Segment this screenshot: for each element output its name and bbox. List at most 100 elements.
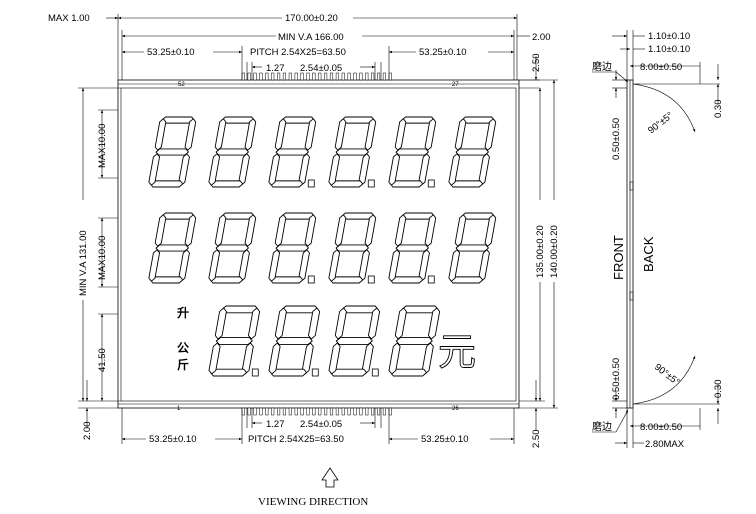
pin bbox=[259, 72, 263, 81]
dim-left-2-00: 2.00 bbox=[82, 422, 93, 441]
decimal-point bbox=[251, 368, 259, 377]
segment-b bbox=[307, 307, 321, 340]
dim-side-0-50-bottom: 0.50±0.50 bbox=[611, 358, 622, 400]
pin bbox=[388, 407, 392, 416]
unit-label-gong: 公 bbox=[177, 341, 189, 355]
pin bbox=[365, 407, 369, 416]
pin-number-1: 1 bbox=[177, 406, 181, 412]
dim-right-2-00: 2.00 bbox=[532, 32, 551, 43]
pin-number-52: 52 bbox=[178, 82, 185, 88]
segment-g bbox=[395, 148, 430, 156]
segment-g bbox=[335, 244, 370, 252]
segment-g bbox=[275, 244, 310, 252]
dim-left-41-50: 41.50 bbox=[97, 348, 108, 372]
segment-e bbox=[148, 153, 161, 186]
segment-b bbox=[364, 214, 377, 247]
pin bbox=[253, 72, 257, 81]
pin-number-26: 26 bbox=[452, 406, 459, 412]
decimal-point bbox=[311, 368, 319, 377]
pin bbox=[288, 72, 292, 81]
segment-digit bbox=[268, 305, 321, 377]
segment-e bbox=[448, 249, 461, 282]
pin bbox=[241, 72, 245, 81]
segment-b bbox=[484, 214, 497, 247]
decimal-point bbox=[307, 275, 315, 284]
pin bbox=[341, 72, 345, 81]
decimal-point bbox=[427, 275, 435, 284]
dim-side-1-10-a: 1.10±0.10 bbox=[648, 31, 690, 42]
dim-bottom-left-53: 53.25±0.10 bbox=[149, 434, 196, 445]
pin bbox=[329, 407, 334, 416]
segment-f bbox=[334, 307, 347, 340]
segment-f bbox=[394, 214, 407, 247]
pin bbox=[277, 407, 281, 416]
segment-g bbox=[215, 244, 250, 252]
decimal-point bbox=[427, 179, 435, 188]
segment-f bbox=[394, 307, 407, 340]
segment-f bbox=[214, 214, 227, 247]
segment-e bbox=[328, 249, 341, 282]
segment-f bbox=[274, 307, 287, 340]
dim-min-va-131: MIN V.A 131.00 bbox=[78, 230, 89, 296]
pin bbox=[365, 72, 369, 81]
segment-f bbox=[274, 214, 287, 247]
pin bbox=[312, 72, 316, 81]
segment-digit bbox=[208, 212, 257, 284]
segment-digit bbox=[328, 305, 381, 377]
decimal-point bbox=[367, 275, 375, 284]
pin bbox=[318, 407, 322, 416]
segment-f bbox=[454, 214, 467, 247]
pin bbox=[288, 407, 292, 416]
segment-f bbox=[154, 214, 167, 247]
segment-e bbox=[388, 342, 401, 375]
segment-digits bbox=[148, 116, 497, 377]
label-grind-top: 磨边 bbox=[592, 61, 612, 73]
dim-top-right-53: 53.25±0.10 bbox=[419, 47, 466, 58]
pin bbox=[359, 407, 363, 416]
dim-min-va-166: MIN V.A 166.00 bbox=[278, 32, 344, 43]
dim-side-0-30-top: 0.30 bbox=[713, 100, 724, 119]
dim-side-2-80: 2.80MAX bbox=[645, 439, 685, 450]
segment-digit bbox=[388, 116, 437, 188]
segment-f bbox=[334, 214, 347, 247]
pin bbox=[247, 72, 251, 81]
unit-label-sheng: 升 bbox=[177, 305, 189, 320]
segment-e bbox=[448, 153, 461, 186]
segment-b bbox=[424, 214, 437, 247]
segment-f bbox=[154, 118, 167, 151]
segment-e bbox=[268, 153, 281, 186]
dim-top-1-27: 1.27 bbox=[266, 63, 285, 74]
segment-b bbox=[184, 214, 197, 247]
segment-b bbox=[244, 214, 257, 247]
pin bbox=[324, 72, 328, 81]
segment-e bbox=[268, 249, 281, 282]
segment-g bbox=[275, 337, 313, 345]
label-back: BACK bbox=[641, 236, 656, 272]
segment-digit bbox=[148, 212, 197, 284]
segment-digit bbox=[268, 116, 317, 188]
dim-overall-width: 170.00±0.20 bbox=[285, 13, 338, 24]
pin bbox=[359, 72, 363, 81]
dim-side-1-10-b: 1.10±0.10 bbox=[648, 44, 690, 55]
label-front: FRONT bbox=[611, 235, 626, 280]
dim-angle-top: 90°±5° bbox=[646, 110, 676, 136]
pin bbox=[265, 72, 269, 81]
pin bbox=[241, 407, 245, 416]
pin bbox=[312, 407, 316, 416]
segment-e bbox=[388, 249, 401, 282]
pin bbox=[371, 407, 375, 416]
segment-b bbox=[244, 118, 257, 151]
dim-side-0-30-bottom: 0.30 bbox=[713, 380, 724, 399]
segment-g bbox=[215, 337, 253, 345]
dim-bottom-2-54: 2.54±0.05 bbox=[300, 419, 342, 430]
decimal-point bbox=[307, 179, 315, 188]
segment-digit bbox=[388, 305, 441, 377]
pin-row-bottom bbox=[241, 407, 392, 416]
segment-b bbox=[247, 307, 261, 340]
segment-g bbox=[455, 244, 490, 252]
pin-row-top bbox=[241, 72, 392, 81]
dim-bottom-1-27: 1.27 bbox=[266, 419, 285, 430]
pin-number-27: 27 bbox=[452, 82, 459, 88]
pin bbox=[294, 72, 298, 81]
